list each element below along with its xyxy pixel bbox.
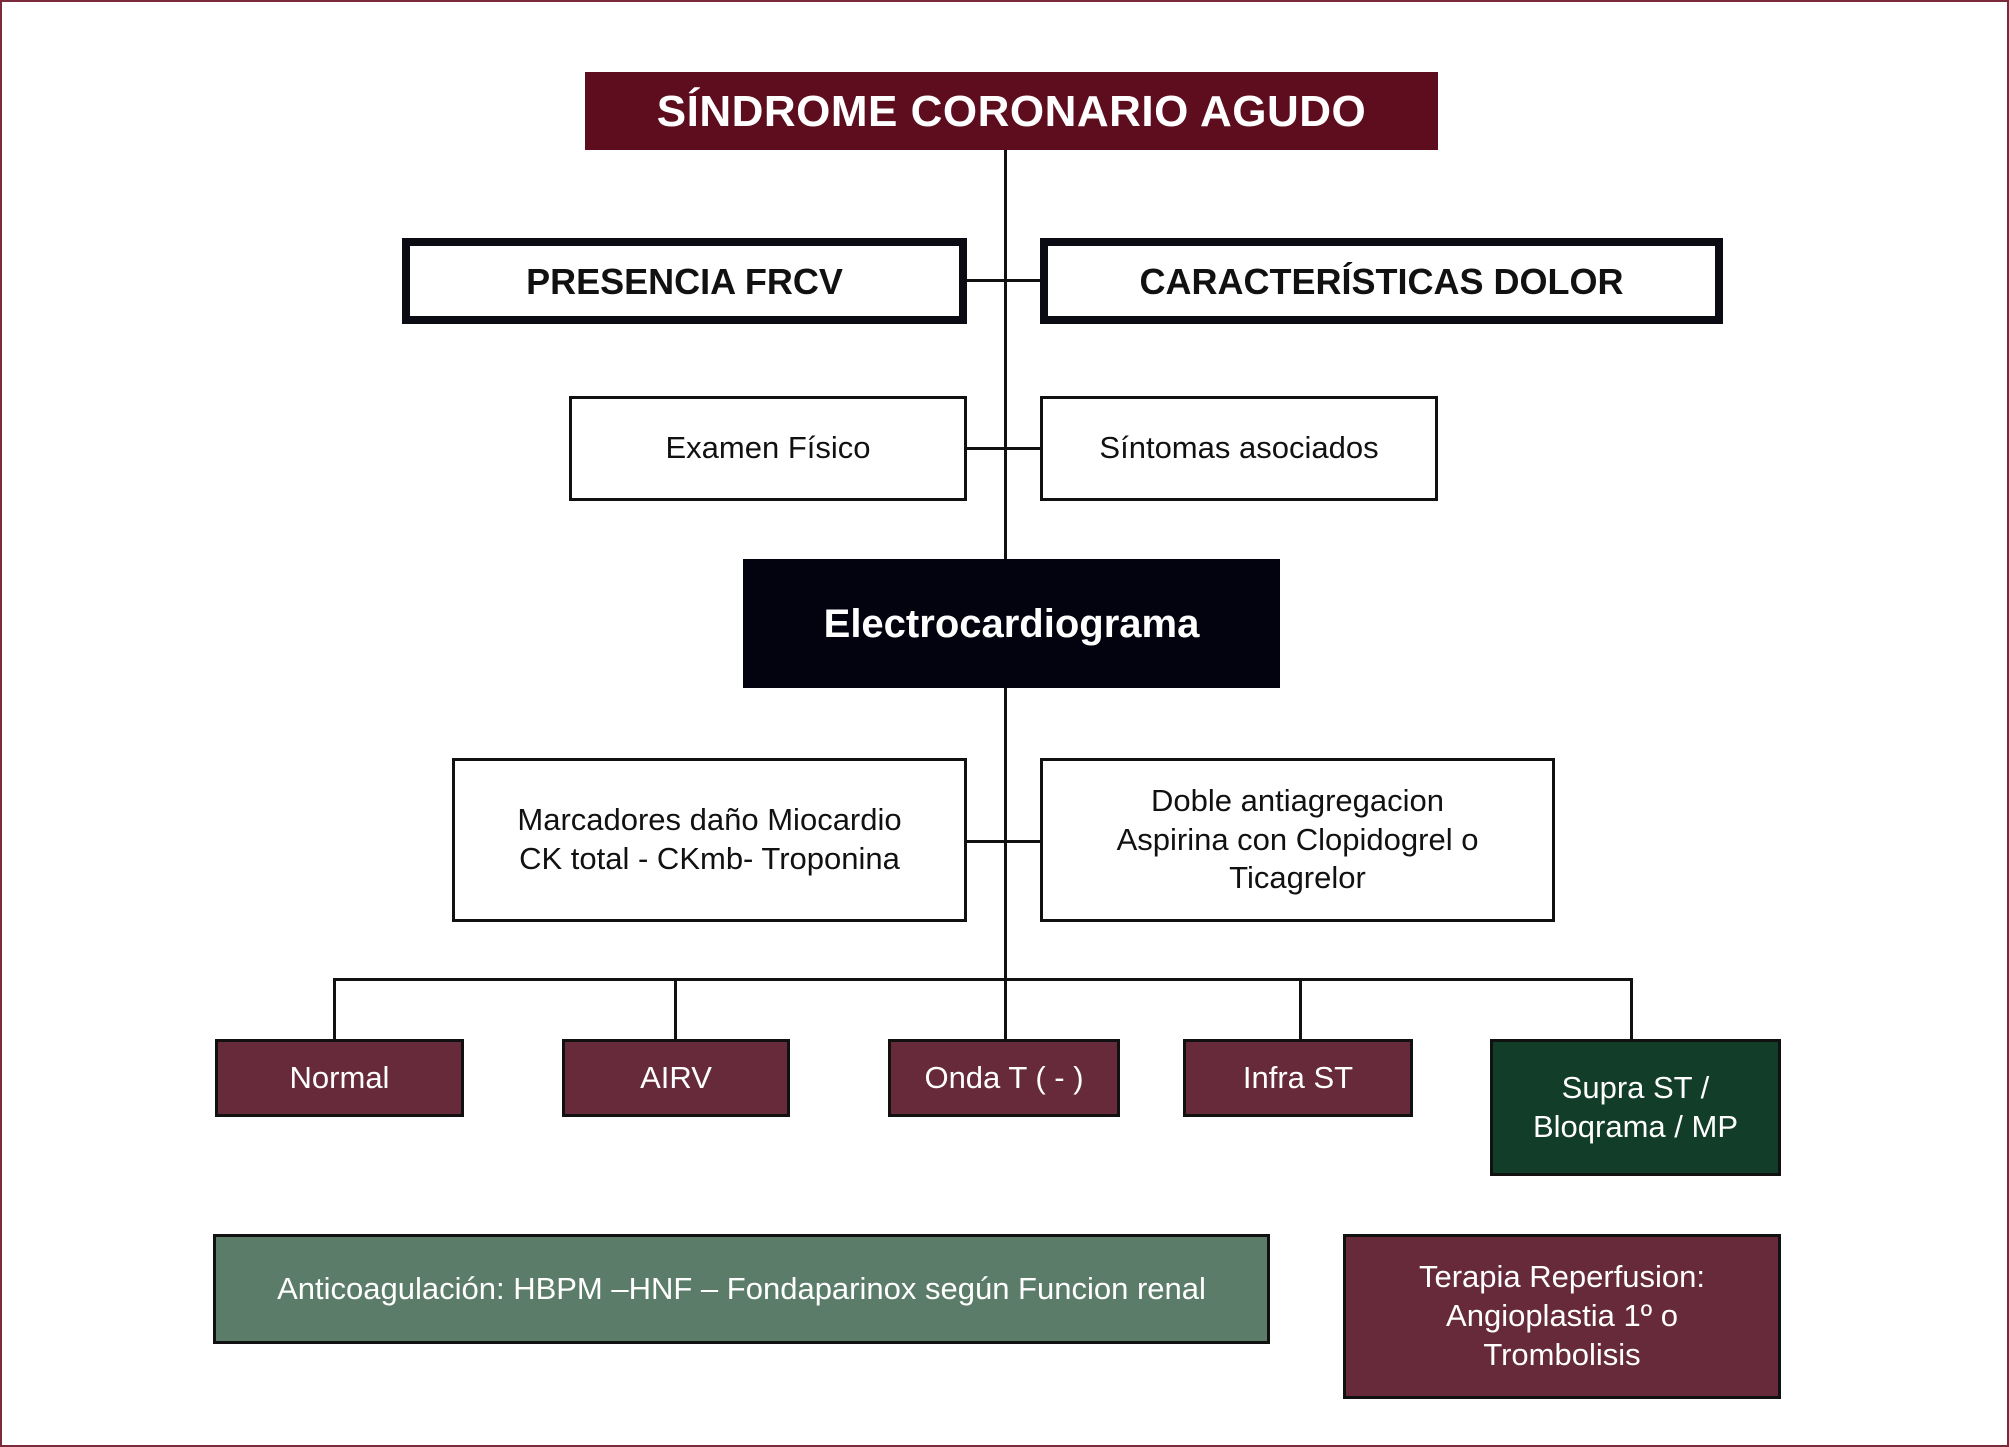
result-label: Infra ST bbox=[1242, 1059, 1354, 1095]
ecg-label: Electrocardiograma bbox=[823, 601, 1200, 646]
result-label: AIRV bbox=[640, 1059, 712, 1095]
associated-symptoms-node: Síntomas asociados bbox=[1040, 396, 1438, 501]
ecg-node: Electrocardiograma bbox=[743, 559, 1280, 688]
drop-infra-st bbox=[1299, 978, 1302, 1040]
frcv-node: PRESENCIA FRCV bbox=[402, 238, 967, 324]
dual-antiplatelet-label: Doble antiagregacion Aspirina con Clopid… bbox=[1116, 782, 1479, 896]
result-label: Supra ST / Bloqrama / MP bbox=[1532, 1069, 1738, 1144]
drop-supra-st bbox=[1630, 978, 1633, 1040]
anticoagulation-node: Anticoagulación: HBPM –HNF – Fondaparino… bbox=[213, 1234, 1270, 1344]
physical-exam-label: Examen Físico bbox=[665, 430, 871, 466]
dual-antiplatelet-node: Doble antiagregacion Aspirina con Clopid… bbox=[1040, 758, 1555, 922]
result-normal-node: Normal bbox=[215, 1039, 464, 1117]
anticoagulation-label: Anticoagulación: HBPM –HNF – Fondaparino… bbox=[277, 1270, 1206, 1306]
reperfusion-therapy-label: Terapia Reperfusion: Angioplastia 1º o T… bbox=[1418, 1259, 1706, 1372]
myocardial-markers-node: Marcadores daño Miocardio CK total - CKm… bbox=[452, 758, 967, 922]
result-supra-st-node: Supra ST / Bloqrama / MP bbox=[1490, 1039, 1781, 1176]
reperfusion-therapy-node: Terapia Reperfusion: Angioplastia 1º o T… bbox=[1343, 1234, 1781, 1399]
physical-exam-node: Examen Físico bbox=[569, 396, 967, 501]
associated-symptoms-label: Síntomas asociados bbox=[1099, 430, 1379, 466]
myocardial-markers-label: Marcadores daño Miocardio CK total - CKm… bbox=[517, 802, 902, 876]
drop-airv bbox=[674, 978, 677, 1040]
results-bus-connector bbox=[333, 978, 1633, 981]
level1-connector bbox=[967, 279, 1040, 282]
result-airv-node: AIRV bbox=[562, 1039, 790, 1117]
result-infra-st-node: Infra ST bbox=[1183, 1039, 1413, 1117]
pain-characteristics-label: CARACTERÍSTICAS DOLOR bbox=[1139, 260, 1624, 302]
drop-onda-t bbox=[1004, 978, 1007, 1040]
level2-connector bbox=[967, 447, 1040, 450]
drop-normal bbox=[333, 978, 336, 1040]
title-label: SÍNDROME CORONARIO AGUDO bbox=[656, 86, 1367, 136]
result-label: Onda T ( - ) bbox=[924, 1059, 1084, 1095]
pain-characteristics-node: CARACTERÍSTICAS DOLOR bbox=[1040, 238, 1723, 324]
frcv-label: PRESENCIA FRCV bbox=[526, 260, 843, 302]
title-node: SÍNDROME CORONARIO AGUDO bbox=[585, 72, 1438, 150]
result-onda-t-node: Onda T ( - ) bbox=[888, 1039, 1120, 1117]
result-label: Normal bbox=[289, 1059, 390, 1095]
level3-connector bbox=[967, 840, 1040, 843]
